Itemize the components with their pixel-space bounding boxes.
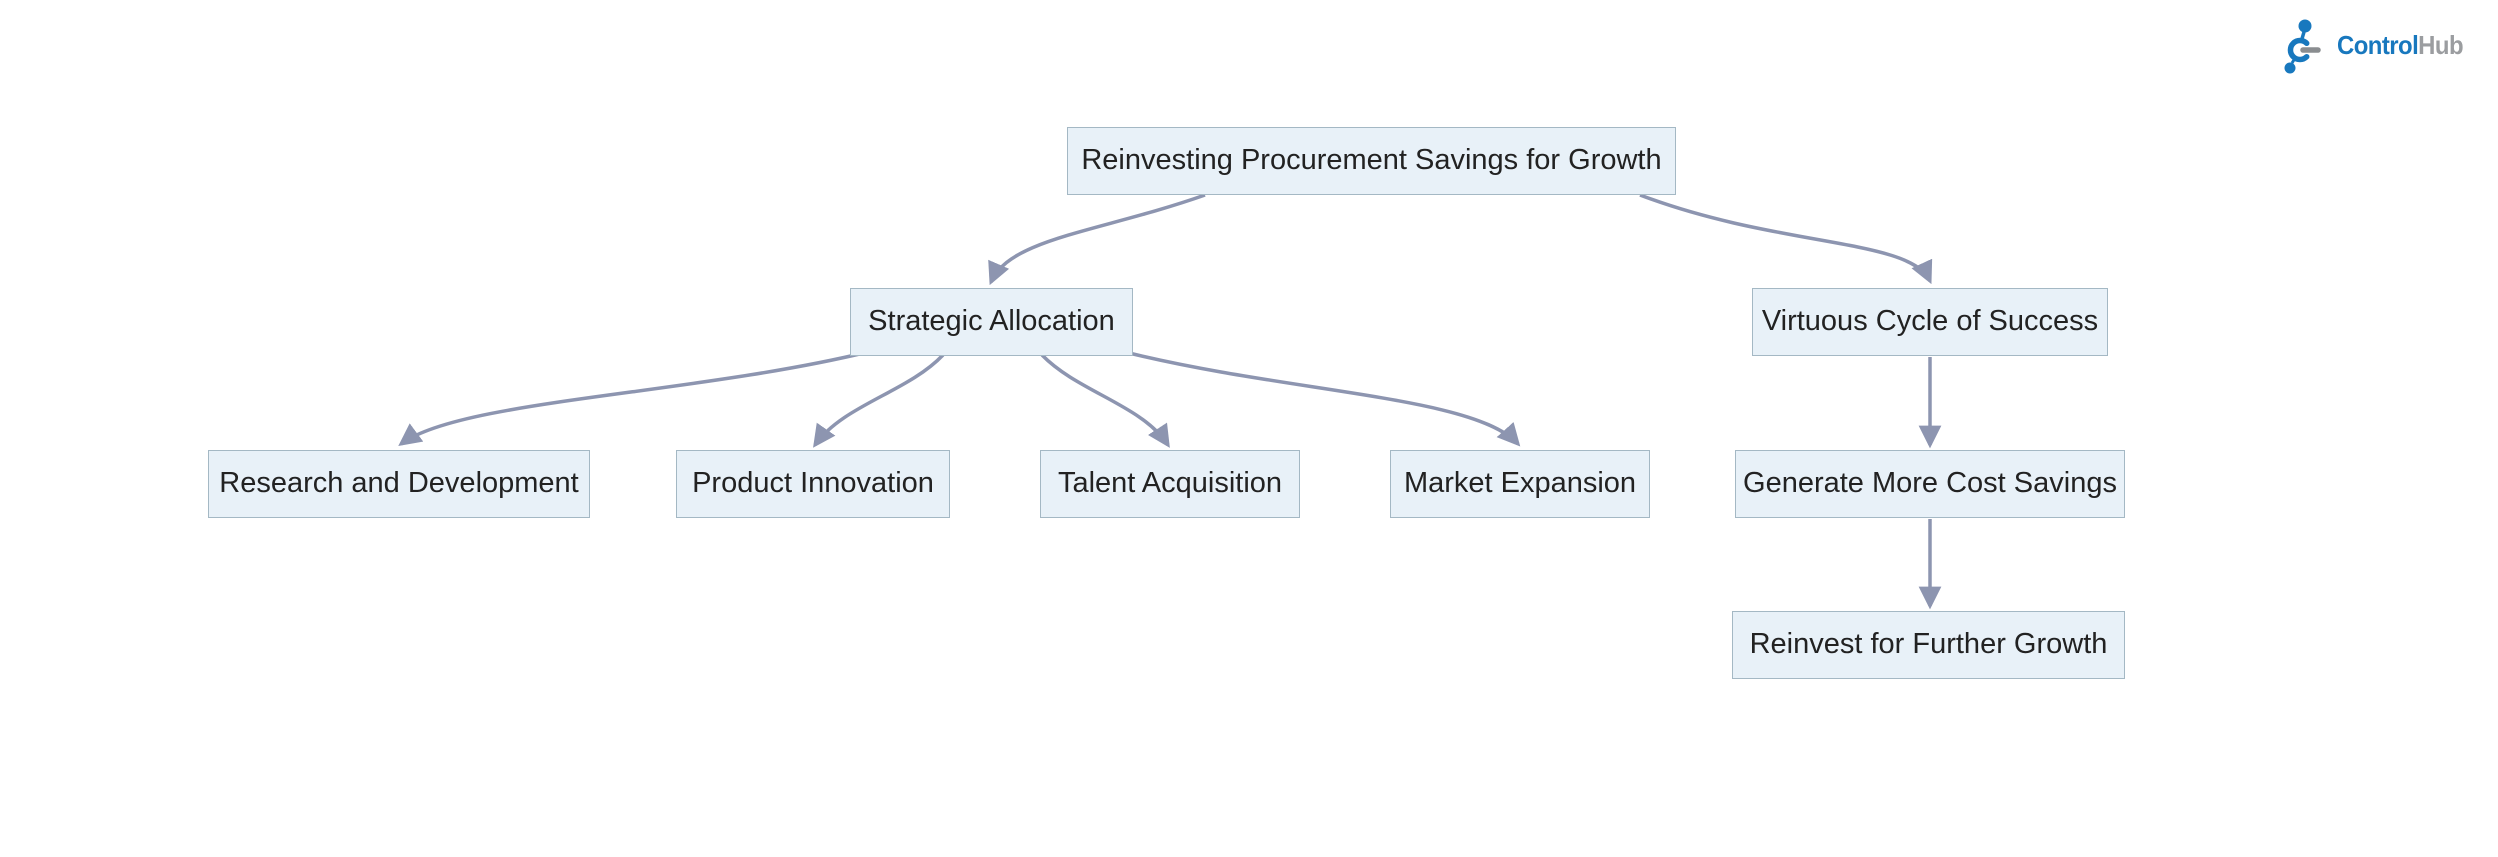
edge-root-virtuous <box>1639 193 1933 285</box>
node-research-development: Research and Development <box>208 450 590 518</box>
edge-strategic-market <box>1124 350 1521 447</box>
node-reinvest-growth-label: Reinvest for Further Growth <box>1749 628 2108 661</box>
node-market-expansion: Market Expansion <box>1390 450 1650 518</box>
brand-secondary-text: Hub <box>2418 29 2464 60</box>
edge-root-strategic <box>988 193 1206 286</box>
node-reinvest-growth: Reinvest for Further Growth <box>1732 611 2125 679</box>
node-market-expansion-label: Market Expansion <box>1403 467 1637 500</box>
edge-strategic-product <box>813 353 945 448</box>
controlhub-logo: ControlHub <box>2278 16 2474 74</box>
node-strategic-allocation-label: Strategic Allocation <box>868 305 1115 338</box>
node-root: Reinvesting Procurement Savings for Grow… <box>1067 127 1676 195</box>
edge-strategic-talent <box>1040 353 1170 448</box>
node-talent-acquisition-label: Talent Acquisition <box>1057 467 1283 500</box>
node-product-innovation: Product Innovation <box>676 450 950 518</box>
edge-strategic-rnd <box>398 350 869 447</box>
controlhub-network-icon <box>2284 19 2321 74</box>
node-talent-acquisition: Talent Acquisition <box>1040 450 1300 518</box>
node-virtuous-cycle-label: Virtuous Cycle of Success <box>1761 305 2099 338</box>
node-strategic-allocation: Strategic Allocation <box>850 288 1133 356</box>
controlhub-wordmark: ControlHub <box>2337 29 2464 61</box>
node-virtuous-cycle: Virtuous Cycle of Success <box>1752 288 2108 356</box>
node-generate-savings: Generate More Cost Savings <box>1735 450 2125 518</box>
node-generate-savings-label: Generate More Cost Savings <box>1743 467 2117 500</box>
brand-primary-text: Control <box>2337 29 2419 60</box>
node-research-development-label: Research and Development <box>219 467 579 500</box>
node-root-label: Reinvesting Procurement Savings for Grow… <box>1081 144 1662 177</box>
node-product-innovation-label: Product Innovation <box>692 467 934 500</box>
